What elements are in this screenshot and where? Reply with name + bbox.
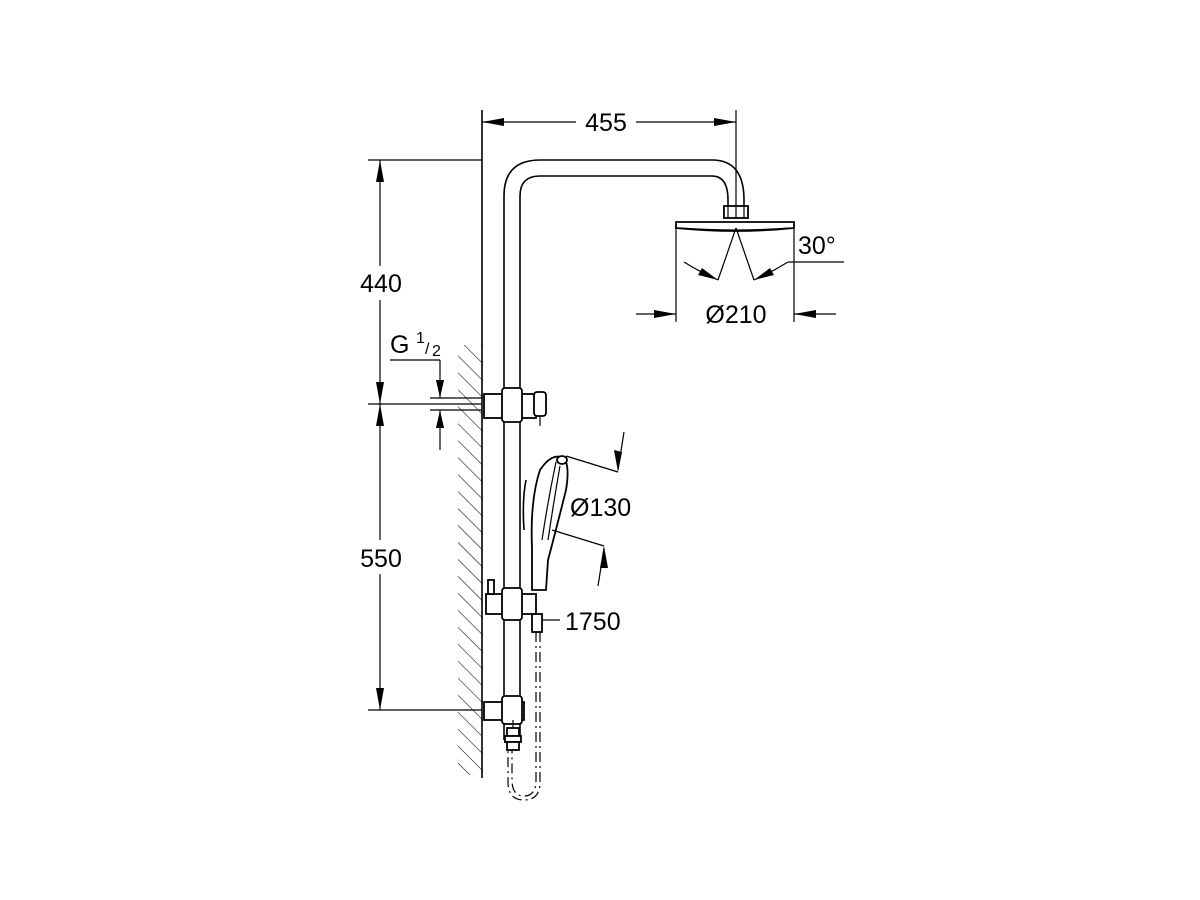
hose-connector bbox=[531, 613, 543, 633]
thread-denominator: 2 bbox=[432, 343, 441, 360]
shower-rail bbox=[503, 418, 521, 740]
hose-1750-label: 1750 bbox=[565, 608, 621, 636]
riser-pipe-inner bbox=[519, 175, 729, 396]
hand-shower-face bbox=[541, 461, 557, 541]
hand-shower-small-pipe bbox=[522, 479, 527, 531]
sliding-bracket bbox=[485, 579, 543, 633]
hand-shower bbox=[522, 455, 569, 591]
dimension-440-label: 440 bbox=[360, 270, 402, 298]
angle-30-label: 30° bbox=[798, 232, 836, 260]
hose-end-fitting bbox=[504, 720, 522, 751]
hose-length-callout: 1750 bbox=[542, 608, 621, 636]
shower-hose bbox=[507, 632, 541, 801]
thread-fraction-slash: / bbox=[425, 341, 430, 358]
thread-callout: G 1 / 2 bbox=[390, 330, 482, 450]
thread-numerator: 1 bbox=[416, 330, 425, 347]
dimension-440: 440 bbox=[352, 160, 408, 404]
bottom-bracket-clamp bbox=[501, 695, 523, 725]
hand-shower-body bbox=[530, 455, 569, 591]
dimension-455-label: 455 bbox=[585, 109, 627, 137]
dimension-550: 550 bbox=[352, 404, 408, 710]
wall bbox=[458, 110, 483, 778]
top-wall-bracket bbox=[483, 387, 547, 426]
diverter-knob bbox=[533, 391, 547, 417]
sliding-bracket-knob bbox=[487, 579, 495, 595]
dimension-455: 455 bbox=[482, 109, 736, 137]
riser-pipe-outer bbox=[503, 159, 745, 396]
wall-hatching bbox=[458, 345, 483, 775]
overhead-riser-pipe bbox=[503, 159, 745, 396]
dimension-550-label: 550 bbox=[360, 545, 402, 573]
extension-lines bbox=[368, 110, 795, 711]
bottom-wall-bracket bbox=[483, 695, 525, 725]
diameter-130-label: Ø130 bbox=[570, 494, 631, 522]
diameter-210-label: Ø210 bbox=[705, 301, 766, 329]
hand-shower-cap bbox=[556, 455, 568, 465]
head-shower bbox=[675, 205, 844, 281]
dimension-diameter-130: Ø130 bbox=[551, 431, 631, 587]
sliding-bracket-clamp bbox=[501, 587, 523, 621]
thread-g-label: G bbox=[390, 331, 409, 359]
top-bracket-clamp bbox=[501, 387, 523, 423]
dimension-diameter-210: Ø210 bbox=[636, 301, 836, 329]
hose-outer bbox=[511, 632, 537, 797]
